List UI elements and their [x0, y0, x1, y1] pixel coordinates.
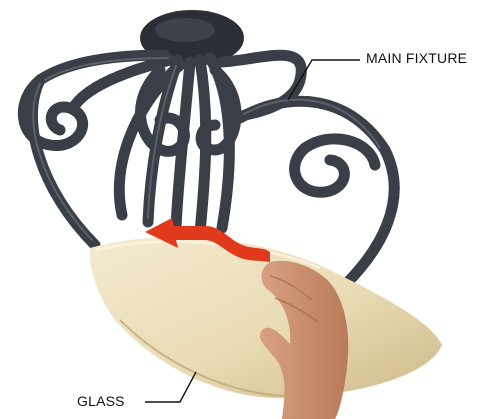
glass-label: GLASS — [77, 393, 125, 409]
main-fixture-label: MAIN FIXTURE — [366, 50, 467, 66]
